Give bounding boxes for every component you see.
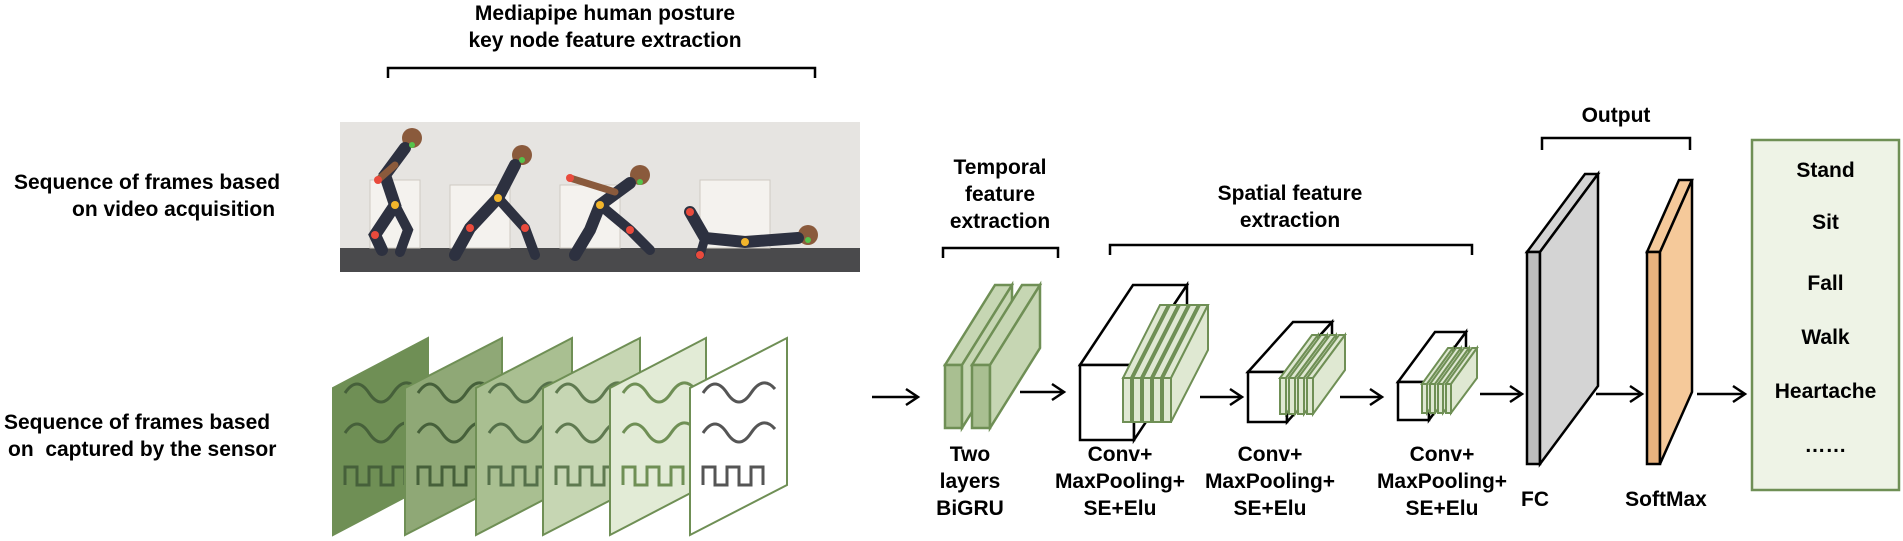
- conv1-label-line-2: MaxPooling+: [1054, 470, 1186, 493]
- class-item: ……: [1804, 434, 1847, 457]
- arrow-conv3-to-fc: [1480, 384, 1525, 404]
- class-item: Heartache: [1774, 380, 1877, 403]
- top-caption-line-1: Mediapipe human posture: [474, 2, 736, 25]
- temporal-caption-line-3: extraction: [949, 210, 1051, 233]
- temporal-caption: Temporal feature extraction: [940, 154, 1060, 235]
- arrow-conv1-to-conv2: [1200, 387, 1245, 407]
- conv3-label: Conv+ MaxPooling+ SE+Elu: [1362, 441, 1522, 522]
- class-item: Fall: [1807, 272, 1844, 295]
- conv3-label-line-3: SE+Elu: [1405, 497, 1479, 520]
- conv2-label-line-3: SE+Elu: [1233, 497, 1307, 520]
- sensor-frame-6: [689, 336, 788, 537]
- conv-block-1: [1077, 280, 1210, 445]
- bigru-label: Two layers BiGRU: [920, 441, 1020, 522]
- video-label: Sequence of frames based on video acquis…: [14, 169, 280, 223]
- bigru-label-line-3: BiGRU: [936, 497, 1004, 520]
- fc-label: FC: [1521, 488, 1549, 511]
- fc-layer: [1524, 170, 1601, 468]
- video-frames-image: [340, 122, 860, 272]
- class-item: Stand: [1796, 159, 1855, 182]
- output-caption: Output: [1581, 104, 1651, 127]
- conv-block-2: [1245, 318, 1347, 426]
- top-caption: Mediapipe human posture key node feature…: [455, 0, 755, 54]
- conv1-label: Conv+ MaxPooling+ SE+Elu: [1040, 441, 1200, 522]
- softmax-label: SoftMax: [1625, 488, 1707, 511]
- person-frame-4: [684, 206, 818, 260]
- softmax-layer: [1645, 178, 1694, 466]
- arrow-input-to-bigru: [872, 387, 921, 407]
- bigru-label-line-1: Two: [949, 443, 991, 466]
- classes-box: [1750, 138, 1901, 492]
- sensor-frames: [332, 336, 788, 537]
- spatial-caption-line-2: extraction: [1239, 209, 1341, 232]
- class-item: Sit: [1812, 211, 1839, 234]
- spatial-caption: Spatial feature extraction: [1190, 180, 1390, 234]
- person-frame-2: [449, 145, 540, 261]
- sensor-label-line-1: Sequence of frames based: [4, 411, 271, 434]
- video-label-line-1: Sequence of frames based: [14, 171, 281, 194]
- arrow-bigru-to-conv1: [1020, 382, 1067, 402]
- temporal-bracket: [941, 246, 1060, 258]
- conv2-label-line-1: Conv+: [1237, 443, 1303, 466]
- conv3-label-line-1: Conv+: [1409, 443, 1475, 466]
- conv1-label-line-3: SE+Elu: [1083, 497, 1157, 520]
- conv2-label: Conv+ MaxPooling+ SE+Elu: [1190, 441, 1350, 522]
- top-caption-line-2: key node feature extraction: [468, 29, 742, 52]
- sensor-frame-5: [609, 336, 707, 537]
- arrow-conv2-to-conv3: [1340, 387, 1385, 407]
- conv3-label-line-2: MaxPooling+: [1376, 470, 1508, 493]
- temporal-caption-line-2: feature: [964, 183, 1036, 206]
- temporal-caption-line-1: Temporal: [953, 156, 1047, 179]
- sensor-label-line-2: on captured by the sensor: [8, 438, 277, 461]
- spatial-bracket: [1108, 243, 1474, 255]
- conv1-label-line-1: Conv+: [1087, 443, 1153, 466]
- conv-block-3: [1395, 328, 1479, 424]
- top-bracket: [386, 66, 817, 78]
- bigru-block: [942, 280, 1043, 433]
- conv2-label-line-2: MaxPooling+: [1204, 470, 1336, 493]
- person-frame-3: [566, 165, 655, 261]
- output-bracket: [1540, 136, 1692, 150]
- sensor-label: Sequence of frames based on captured by …: [4, 409, 276, 463]
- bigru-label-line-2: layers: [939, 470, 1001, 493]
- arrow-fc-to-softmax: [1596, 384, 1645, 404]
- person-frame-1: [368, 128, 422, 257]
- arrow-softmax-to-classes: [1697, 384, 1748, 404]
- spatial-caption-line-1: Spatial feature: [1217, 182, 1363, 205]
- video-label-line-2: on video acquisition: [72, 198, 276, 221]
- class-item: Walk: [1801, 326, 1850, 349]
